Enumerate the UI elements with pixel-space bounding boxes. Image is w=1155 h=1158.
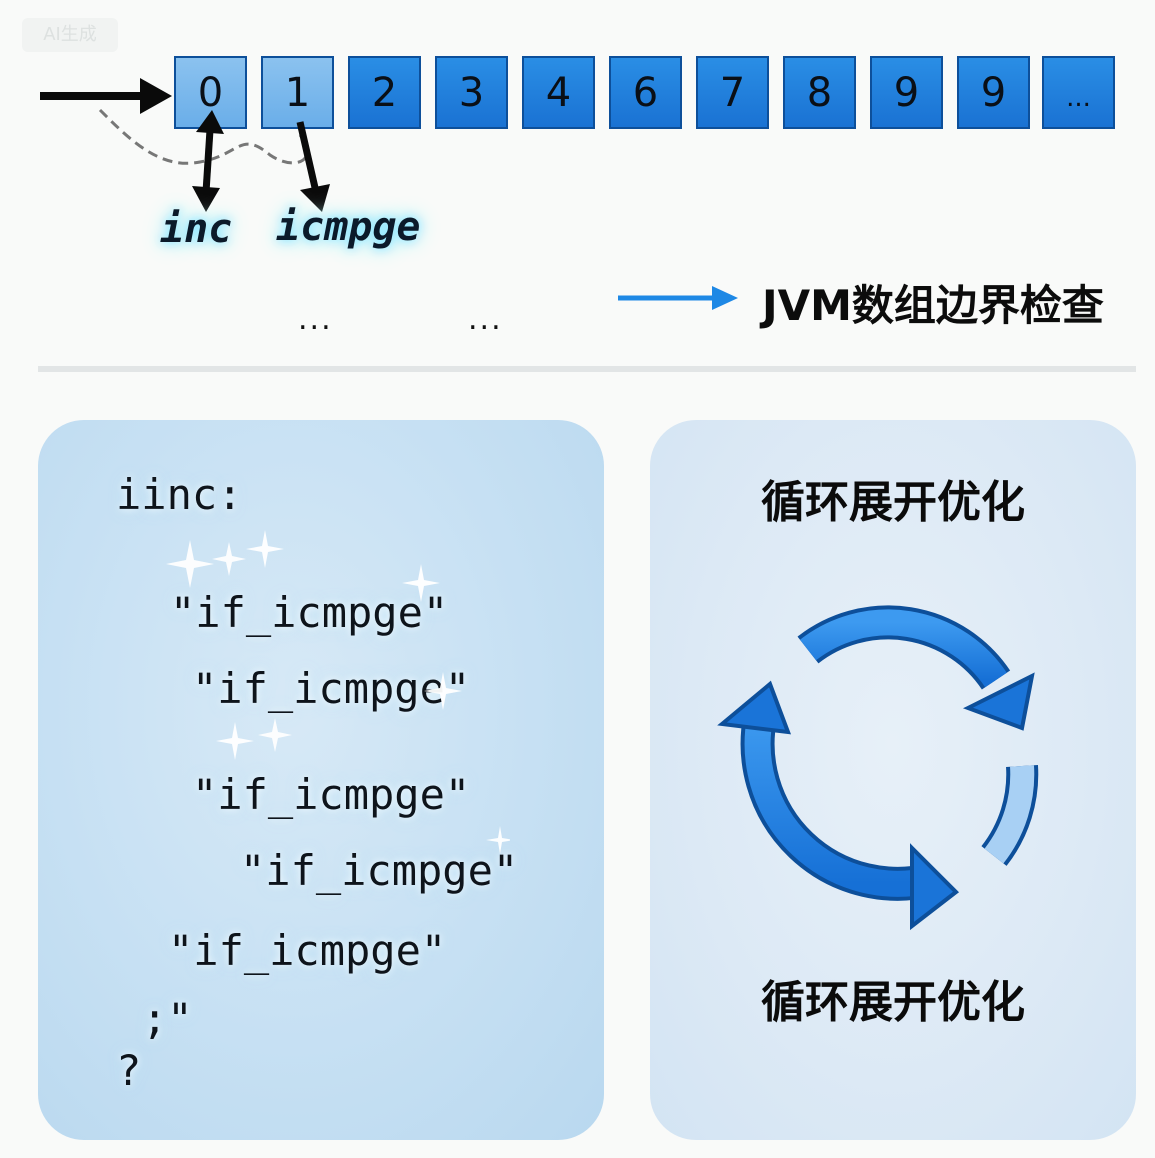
code-line-6: ;" xyxy=(142,994,193,1043)
array-cell-9: 9 xyxy=(957,56,1030,129)
array-cell-7: 8 xyxy=(783,56,856,129)
loop-cycle-icon xyxy=(717,605,1039,931)
section-divider xyxy=(38,366,1136,372)
icmpge-label: icmpge xyxy=(276,204,421,250)
array-cell-more: ... xyxy=(1042,56,1115,129)
legend-arrow-icon xyxy=(618,286,738,310)
code-line-iinc: iinc: xyxy=(116,470,243,519)
entry-arrow xyxy=(40,78,172,114)
code-line-7: ? xyxy=(116,1046,142,1095)
code-line-1: "if_icmpge" xyxy=(170,588,449,637)
jvm-bounds-check-label: JVM数组边界检查 xyxy=(762,281,1104,330)
sparkle-icon xyxy=(166,530,510,854)
array-cell-5: 6 xyxy=(609,56,682,129)
array-cell-1: 1 xyxy=(261,56,334,129)
ai-watermark: AI生成 xyxy=(22,18,118,52)
array-cell-2: 2 xyxy=(348,56,421,129)
array-cell-8: 9 xyxy=(870,56,943,129)
code-panel xyxy=(38,420,604,1140)
array-cell-3: 3 xyxy=(435,56,508,129)
array-cell-4: 4 xyxy=(522,56,595,129)
loop-title-top: 循环展开优化 xyxy=(761,477,1025,528)
code-line-4: "if_icmpge" xyxy=(240,846,519,895)
inc-label: inc xyxy=(160,206,233,252)
code-line-3: "if_icmpge" xyxy=(192,770,471,819)
code-line-5: "if_icmpge" xyxy=(168,926,447,975)
ellipsis-right: ... xyxy=(468,302,503,337)
ellipsis-left: ... xyxy=(298,302,333,337)
loop-panel xyxy=(650,420,1136,1140)
code-line-2: "if_icmpge" xyxy=(192,664,471,713)
loop-title-bottom: 循环展开优化 xyxy=(761,977,1025,1028)
array-cell-6: 7 xyxy=(696,56,769,129)
pointer-arrows xyxy=(98,108,330,212)
